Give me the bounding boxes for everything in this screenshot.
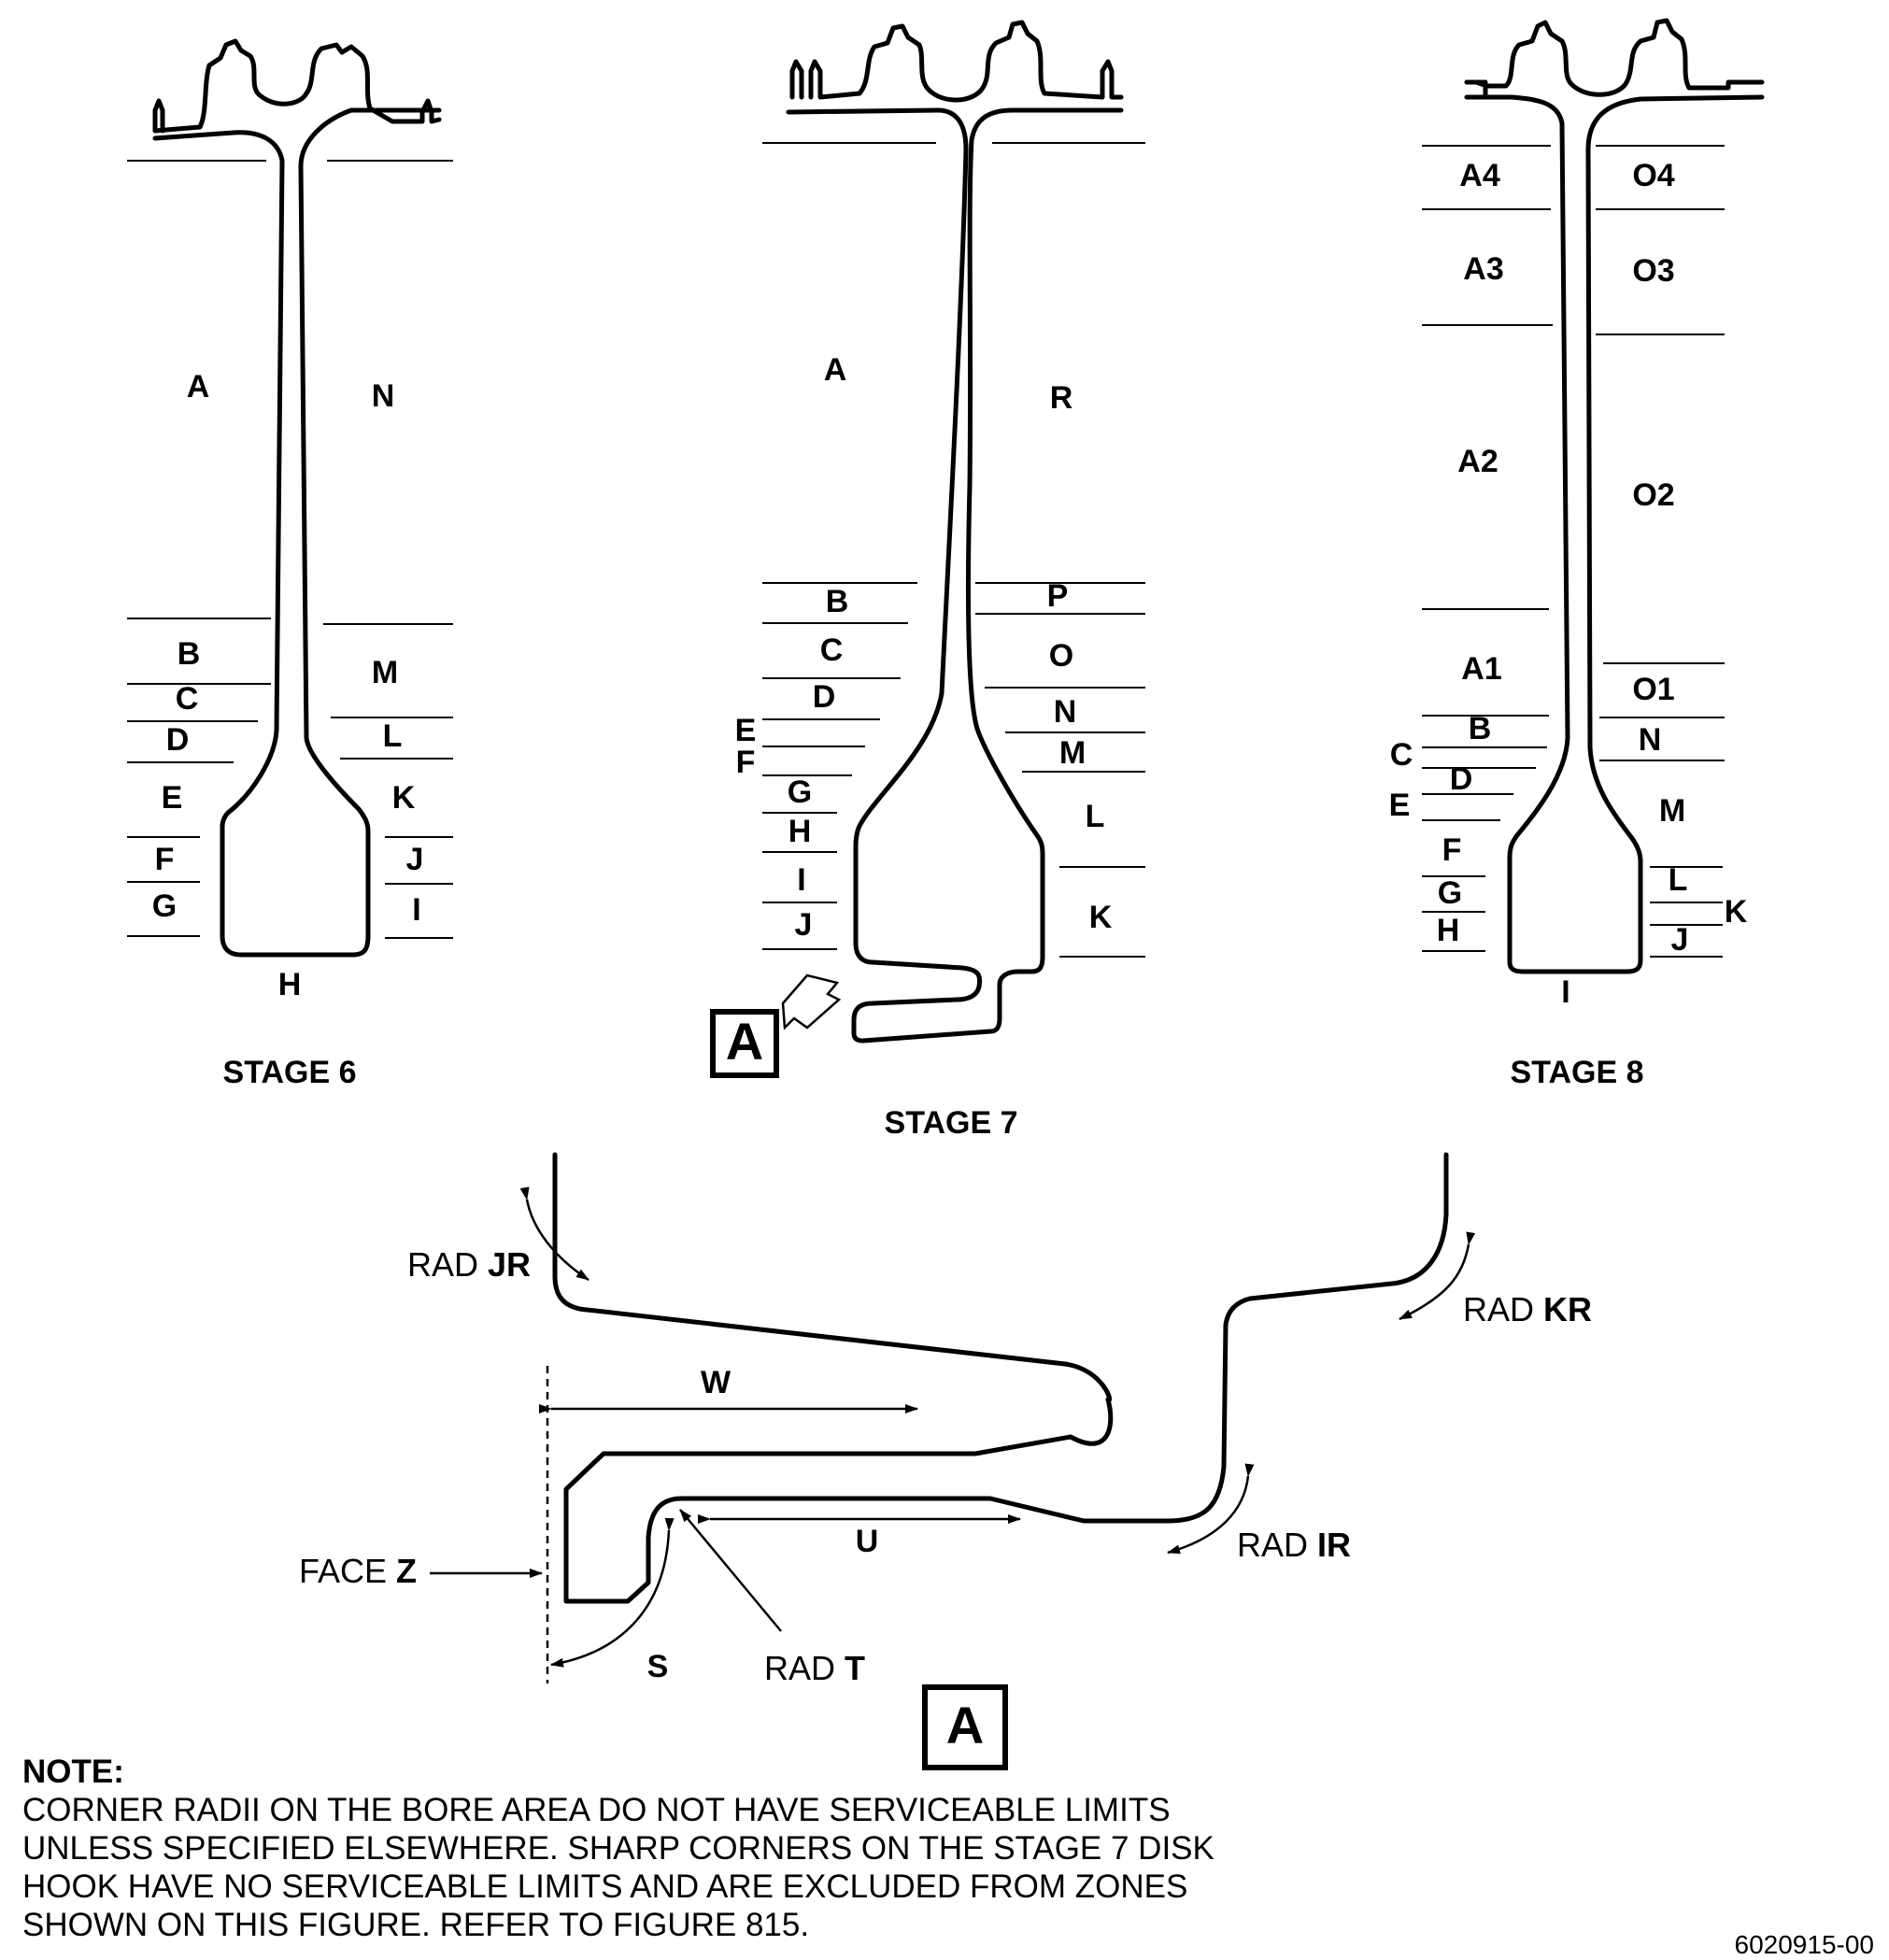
stage-6-zone-N: N: [372, 378, 395, 414]
stage-6-zone-K: K: [392, 780, 416, 816]
stage-6-zone-L: L: [383, 718, 403, 754]
rad-ir-arrow: [1167, 1463, 1255, 1555]
stage-6-zone-C: C: [176, 681, 199, 717]
stage-7-zone-A: A: [824, 352, 847, 388]
stage-7-zone-P: P: [1047, 578, 1069, 614]
stage-6-zone-M: M: [372, 655, 398, 690]
detail-a-view: RAD JR RAD KR RAD IR W U S RAD T FACE Z …: [299, 1152, 1592, 1770]
stage-7-zone-J: J: [795, 907, 813, 943]
stage-6-zone-F: F: [155, 842, 175, 877]
stage-6-disk: A B C D E F G N M L K J I H STAGE 6: [127, 38, 453, 1090]
stage-6-zone-A: A: [187, 369, 210, 405]
stage-7-detail-ref: A: [726, 1012, 763, 1071]
detail-a-title: A: [946, 1696, 984, 1754]
stage-6-zone-I: I: [412, 892, 420, 928]
stage-8-blade-attachment: [1464, 18, 1765, 100]
stage-6-caption: STAGE 6: [223, 1055, 357, 1090]
stage-7-zone-E: E: [735, 713, 757, 748]
stage-7-zone-C: C: [820, 632, 844, 668]
stage-8-zone-E: E: [1389, 788, 1411, 823]
stage-8-zone-B: B: [1469, 711, 1492, 746]
stage-7-zone-L: L: [1086, 799, 1105, 834]
stage-8-zone-H: H: [1437, 913, 1460, 948]
dimension-s-label: S: [647, 1649, 669, 1684]
stage-8-zone-C: C: [1390, 737, 1413, 773]
stage-8-zone-A2: A2: [1457, 444, 1498, 479]
dimension-w-label: W: [701, 1365, 731, 1400]
stage-8-zone-L: L: [1669, 862, 1688, 898]
stage-8-zone-N: N: [1639, 722, 1662, 758]
stage-7-disk-profile: [786, 107, 1124, 1044]
detail-a-title-box: [922, 1684, 1008, 1770]
rad-kr-label: RAD KR: [1463, 1290, 1592, 1328]
stage-7-zone-F: F: [736, 745, 756, 780]
note-block: NOTE: CORNER RADII ON THE BORE AREA DO N…: [22, 1753, 1424, 1944]
rad-t-leader: [679, 1509, 782, 1632]
stage-6-disk-profile: [152, 107, 442, 958]
stage-7-caption: STAGE 7: [885, 1105, 1018, 1141]
dimension-u-label: U: [856, 1524, 879, 1559]
rad-jr-arrow: [519, 1186, 589, 1282]
detail-a-hook-profile: [552, 1152, 1449, 1604]
face-z-label: FACE Z: [299, 1552, 417, 1590]
stage-7-zone-I: I: [797, 862, 805, 898]
stage-7-zone-O: O: [1049, 638, 1073, 674]
stage-7-disk: A B C D E F G H I J R P O N M L K A STAG…: [710, 20, 1145, 1141]
stage-7-zone-N: N: [1054, 694, 1077, 730]
stage-8-zone-J: J: [1671, 922, 1689, 958]
stage-6-zone-G: G: [152, 888, 177, 924]
stage-8-zone-G: G: [1438, 875, 1462, 911]
stage-7-blade-attachment: [789, 20, 1124, 103]
stage-8-zone-F: F: [1442, 832, 1462, 868]
stage-6-zone-B: B: [178, 636, 201, 672]
stage-7-zone-G: G: [788, 774, 812, 810]
stage-7-zone-B: B: [826, 584, 849, 619]
stage-8-zone-A3: A3: [1463, 251, 1503, 287]
stage-7-zone-M: M: [1059, 735, 1086, 771]
stage-8-disk: A4 A3 A2 A1 B C D E F G H O4 O3 O2 O1 N …: [1389, 18, 1765, 1090]
stage-6-zone-D: D: [166, 722, 190, 758]
stage-8-zone-O4: O4: [1632, 158, 1674, 193]
stage-7-zone-R: R: [1050, 380, 1073, 416]
rad-jr-label: RAD JR: [407, 1245, 531, 1284]
stage-8-zone-K: K: [1725, 894, 1748, 930]
stage-6-zone-H: H: [278, 967, 302, 1002]
stage-8-zone-D: D: [1450, 761, 1473, 797]
stage-7-detail-pointer-arrow: [781, 973, 842, 1030]
stage-8-zone-I: I: [1561, 974, 1569, 1010]
stage-8-zone-O1: O1: [1632, 672, 1674, 707]
stage-7-zone-H: H: [788, 814, 812, 849]
stage-6-blade-attachment: [152, 38, 442, 134]
rad-ir-label: RAD IR: [1237, 1526, 1351, 1564]
stage-8-zone-A1: A1: [1461, 651, 1501, 687]
stage-7-zone-K: K: [1089, 900, 1113, 935]
stage-8-zone-O2: O2: [1632, 477, 1674, 513]
stage-8-zone-A4: A4: [1459, 158, 1500, 193]
stage-8-caption: STAGE 8: [1511, 1055, 1644, 1090]
rad-t-label: RAD T: [764, 1649, 865, 1687]
stage-8-zone-M: M: [1659, 793, 1685, 829]
rad-kr-arrow: [1399, 1231, 1476, 1321]
stage-6-zone-J: J: [406, 842, 424, 877]
figure-number: 6020915-00: [1734, 1930, 1874, 1959]
note-body: CORNER RADII ON THE BORE AREA DO NOT HAV…: [22, 1792, 1214, 1943]
stage-8-zone-O3: O3: [1632, 253, 1674, 289]
stage-8-disk-profile: [1464, 94, 1765, 974]
stage-6-zone-E: E: [162, 780, 183, 816]
dimension-s-arrow: [550, 1517, 675, 1668]
stage-7-detail-ref-box: [710, 1009, 779, 1078]
note-title: NOTE:: [22, 1754, 124, 1790]
stage-7-zone-D: D: [813, 679, 836, 715]
